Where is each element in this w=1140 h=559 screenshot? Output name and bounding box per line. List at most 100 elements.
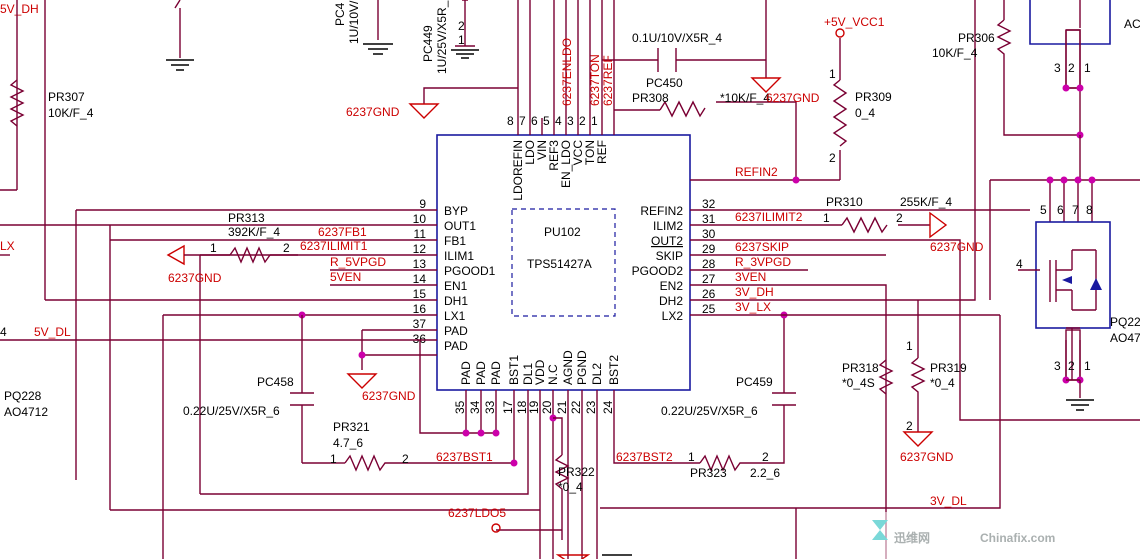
- pin-name-pgood2: PGOOD2: [632, 264, 684, 278]
- pin-number: 2: [283, 241, 290, 255]
- pin-number: 11: [414, 227, 427, 241]
- pin-number: 2: [829, 151, 836, 165]
- pc458-value: 0.22U/25V/X5R_6: [183, 404, 280, 418]
- pr307-value: 10K/F_4: [48, 106, 94, 120]
- pin-name-dl2: DL2: [590, 363, 604, 385]
- pr319-label: PR319: [930, 361, 967, 375]
- net-6237ilimit2: 6237ILIMIT2: [735, 210, 803, 224]
- net-5v-vcc1: +5V_VCC1: [824, 15, 885, 29]
- pin-name-ldo: LDO: [523, 140, 537, 165]
- net-6237bst2: 6237BST2: [616, 450, 673, 464]
- pin-name-ref: REF: [595, 140, 609, 164]
- pin-name-ref3: REF3: [547, 140, 561, 171]
- pin-number: 1: [210, 241, 217, 255]
- pin-name-ilim1: ILIM1: [444, 249, 474, 263]
- pc450-value: 0.1U/10V/X5R_4: [632, 31, 722, 45]
- pr309-label: PR309: [855, 90, 892, 104]
- net-5ven: 5VEN: [330, 270, 361, 284]
- ac-label: AC: [1124, 17, 1140, 31]
- pin-number: 2: [579, 114, 586, 128]
- net-5v-dl: 5V_DL: [34, 325, 71, 339]
- pin-number: 1: [330, 452, 337, 466]
- pin-number: 9: [419, 197, 426, 211]
- pin-number: 4: [1016, 257, 1023, 271]
- pin-number: 26: [702, 287, 716, 301]
- net-6237enldo: 6237ENLDO: [560, 38, 574, 106]
- pin-name-lx1: LX1: [444, 309, 466, 323]
- pin-name-pad: PAD: [489, 361, 503, 385]
- pin-number: 17: [501, 400, 515, 414]
- pin-name-bst1: BST1: [507, 355, 521, 385]
- pr321-value: 4.7_6: [333, 436, 363, 450]
- pin-name-vcc: VCC: [571, 140, 585, 166]
- pin-name-ton: TON: [583, 140, 597, 165]
- pin-name-en_ldo: EN_LDO: [559, 140, 573, 188]
- watermark-en: Chinafix.com: [980, 531, 1055, 545]
- net-6237gnd-right: 6237GND: [930, 240, 984, 254]
- pin-number: 29: [702, 242, 716, 256]
- pin-number: 10: [413, 212, 427, 226]
- pin-name-dh1: DH1: [444, 294, 468, 308]
- pin-name-en1: EN1: [444, 279, 468, 293]
- pin-name-vin: VIN: [535, 140, 549, 160]
- pin-number: 2: [896, 211, 903, 225]
- net-3ven: 3VEN: [735, 270, 766, 284]
- pin-number: 24: [601, 400, 615, 414]
- pin-name-pad: PAD: [459, 361, 473, 385]
- pin-name-dh2: DH2: [659, 294, 683, 308]
- pin-number: 7: [519, 114, 526, 128]
- pin-number: 2: [906, 419, 913, 433]
- net-6237gnd-top-left: 6237GND: [346, 105, 400, 119]
- pr310-value: 255K/F_4: [900, 195, 952, 209]
- pin-name-fb1: FB1: [444, 234, 466, 248]
- pin-number: 16: [413, 302, 427, 316]
- ic-refdes: PU102: [544, 225, 581, 239]
- pin-name-out2: OUT2: [651, 234, 683, 248]
- pc459-label: PC459: [736, 375, 773, 389]
- pin-number: 6: [531, 114, 538, 128]
- pq228-value: AO4712: [4, 405, 48, 419]
- pin-number: 27: [702, 272, 716, 286]
- pin-number: 36: [413, 332, 427, 346]
- pin-number: 12: [413, 242, 427, 256]
- net-6237ldo5: 6237LDO5: [448, 506, 506, 520]
- pin-name-ilim2: ILIM2: [653, 219, 683, 233]
- pin-number: 30: [702, 227, 716, 241]
- pin-number: 1: [906, 339, 913, 353]
- pin-name-vdd: VDD: [533, 359, 547, 385]
- net-6237gnd-left: 6237GND: [168, 271, 222, 285]
- net-r-5vpgd: R_5VPGD: [330, 255, 386, 269]
- pin-name-pad: PAD: [474, 361, 488, 385]
- net-refin2: REFIN2: [735, 165, 778, 179]
- ic-partnumber: TPS51427A: [527, 257, 592, 271]
- pc4-label: PC4: [333, 2, 347, 26]
- pin-name-n.c: N.C: [546, 364, 560, 385]
- pr313-value: 392K/F_4: [228, 225, 280, 239]
- pin-name-out1: OUT1: [444, 219, 476, 233]
- pin-number: 14: [413, 272, 427, 286]
- watermark-cn: 迅维网: [894, 530, 930, 545]
- ground-symbol: [346, 373, 378, 389]
- pin-number: 3: [1054, 61, 1061, 75]
- pin-number: 3: [1054, 359, 1061, 373]
- ground-symbol: [750, 77, 782, 93]
- pin-number: 5: [543, 114, 550, 128]
- net-r-3vpgd: R_3VPGD: [735, 255, 791, 269]
- pin-name-dl1: DL1: [521, 363, 535, 385]
- pr323-value: 2.2_6: [750, 466, 780, 480]
- pin-name-agnd: AGND: [561, 350, 575, 385]
- pin-number: 33: [483, 400, 497, 414]
- pin-number: 23: [584, 400, 598, 414]
- net-6237fb1: 6237FB1: [318, 225, 367, 239]
- pin-number: 34: [468, 400, 482, 414]
- pr309-value: 0_4: [855, 106, 875, 120]
- pc449-value: 1U/25V/X5R_: [435, 0, 449, 74]
- pc449-label: PC449: [421, 25, 435, 62]
- pin-number: 35: [453, 400, 467, 414]
- pin-name-byp: BYP: [444, 204, 468, 218]
- net-lx-left: LX: [0, 239, 15, 253]
- pr318-label: PR318: [842, 361, 879, 375]
- pc458-label: PC458: [257, 375, 294, 389]
